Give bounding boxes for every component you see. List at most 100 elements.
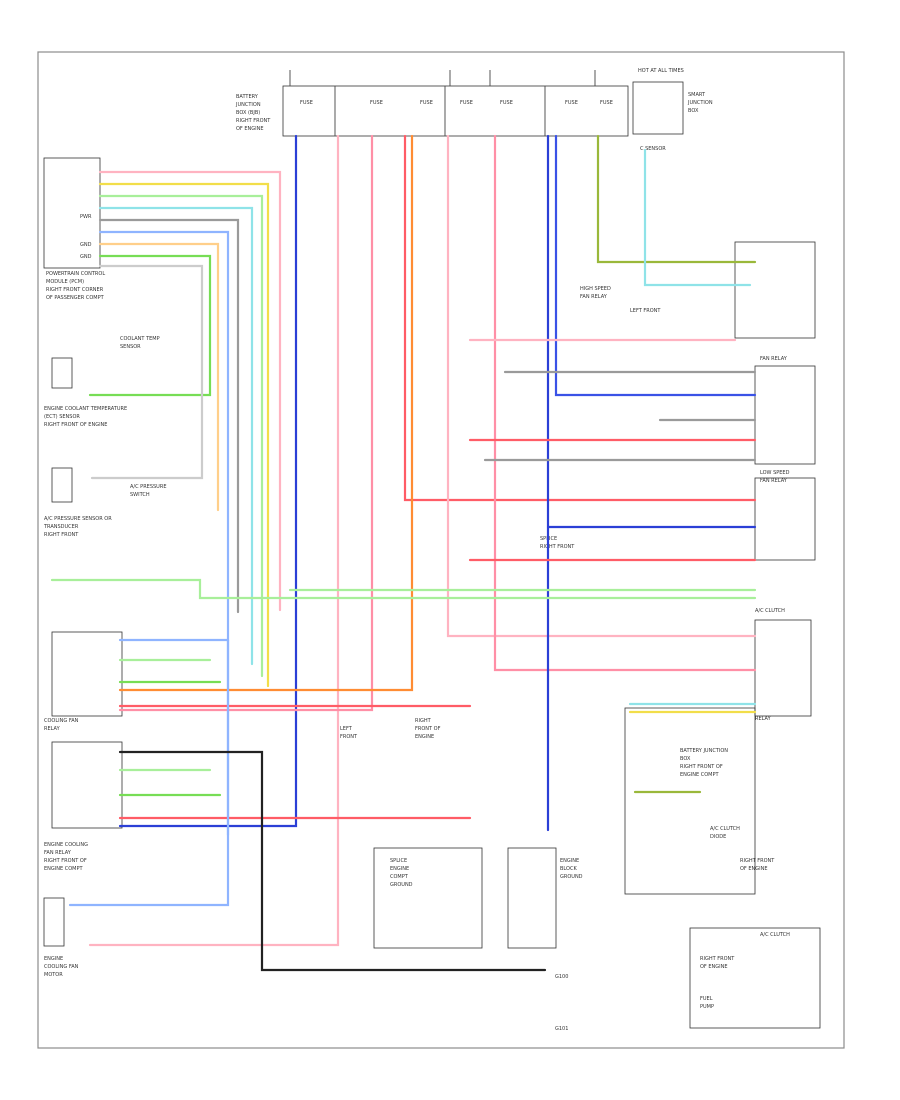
relay-right-3: LOW SPEED FAN RELAY SPLICE RIGHT FRONT (540, 470, 816, 561)
svg-text:GND: GND (80, 254, 92, 260)
svg-text:COOLING FAN: COOLING FAN (44, 964, 79, 970)
svg-text:G101: G101 (555, 1026, 568, 1032)
svg-text:GND: GND (80, 242, 92, 248)
wire-lightgreen-2 (98, 194, 264, 678)
svg-text:RIGHT FRONT OF ENGINE: RIGHT FRONT OF ENGINE (44, 422, 107, 428)
svg-text:RIGHT FRONT: RIGHT FRONT (740, 858, 775, 864)
wire-lightgreen-4 (50, 578, 757, 600)
svg-text:SWITCH: SWITCH (130, 492, 150, 498)
wire-orange-2 (118, 134, 414, 692)
ground-module-center: SPLICE ENGINE COMPT GROUND RIGHT FRONT O… (340, 718, 483, 949)
svg-text:OF ENGINE: OF ENGINE (740, 866, 768, 872)
svg-text:RIGHT FRONT: RIGHT FRONT (44, 532, 79, 538)
svg-text:ENGINE: ENGINE (390, 866, 409, 872)
svg-text:A/C CLUTCH: A/C CLUTCH (755, 608, 785, 614)
svg-text:HIGH SPEED: HIGH SPEED (580, 286, 611, 292)
svg-text:HOT AT ALL TIMES: HOT AT ALL TIMES (638, 68, 684, 74)
svg-text:G100: G100 (555, 974, 568, 980)
svg-text:FUSE: FUSE (300, 100, 313, 106)
svg-text:A/C PRESSURE: A/C PRESSURE (130, 484, 166, 490)
svg-text:RELAY: RELAY (755, 716, 772, 722)
relay-right-2: FAN RELAY (754, 356, 816, 465)
svg-text:RIGHT: RIGHT (415, 718, 432, 724)
wire-blue-light-3 (68, 638, 230, 907)
svg-text:JUNCTION: JUNCTION (235, 102, 261, 108)
svg-text:BOX: BOX (680, 756, 691, 762)
wire-gray-1 (98, 218, 240, 614)
svg-text:A/C CLUTCH: A/C CLUTCH (710, 826, 740, 832)
wire-blue-1 (118, 134, 298, 828)
svg-text:RIGHT FRONT: RIGHT FRONT (700, 956, 735, 962)
svg-text:C SENSOR: C SENSOR (640, 146, 666, 152)
ac-clutch-diode: BATTERY JUNCTION BOX RIGHT FRONT OF ENGI… (624, 707, 775, 895)
svg-text:RIGHT FRONT OF: RIGHT FRONT OF (680, 764, 723, 770)
relay-right-1: HIGH SPEED FAN RELAY LEFT FRONT (580, 241, 816, 339)
svg-text:ENGINE COOLANT TEMPERATURE: ENGINE COOLANT TEMPERATURE (44, 406, 127, 412)
svg-text:SENSOR: SENSOR (120, 344, 141, 350)
svg-text:FAN RELAY: FAN RELAY (760, 356, 788, 362)
cooling-fan-motor: ENGINE COOLING FAN MOTOR (43, 897, 79, 978)
svg-text:POWERTRAIN CONTROL: POWERTRAIN CONTROL (46, 271, 105, 277)
svg-text:SPLICE: SPLICE (390, 858, 407, 864)
svg-text:FUSE: FUSE (460, 100, 473, 106)
svg-text:ENGINE COMPT: ENGINE COMPT (680, 772, 719, 778)
top-right-module: HOT AT ALL TIMES SMART JUNCTION BOX C SE… (632, 68, 713, 152)
svg-text:LEFT FRONT: LEFT FRONT (630, 308, 661, 314)
wire-black-1 (118, 750, 547, 972)
svg-text:JUNCTION: JUNCTION (687, 100, 713, 106)
diagram-frame (37, 51, 845, 1049)
svg-text:ENGINE: ENGINE (44, 956, 63, 962)
relay-block-2: ENGINE COOLING FAN RELAY RIGHT FRONT OF … (44, 741, 123, 872)
svg-text:RIGHT FRONT CORNER: RIGHT FRONT CORNER (46, 287, 104, 293)
svg-text:OF ENGINE: OF ENGINE (236, 126, 264, 132)
fuse-box-top: BATTERY JUNCTION BOX (BJB) RIGHT FRONT O… (235, 70, 629, 137)
wire-yellow-1 (98, 182, 270, 688)
svg-text:ENGINE COMPT: ENGINE COMPT (44, 866, 83, 872)
svg-text:MOTOR: MOTOR (44, 972, 63, 978)
svg-text:RELAY: RELAY (44, 726, 61, 732)
svg-text:FUEL: FUEL (700, 996, 713, 1002)
svg-text:BATTERY JUNCTION: BATTERY JUNCTION (680, 748, 728, 754)
svg-text:SMART: SMART (688, 92, 706, 98)
svg-text:FAN RELAY: FAN RELAY (580, 294, 608, 300)
wire-orange-1 (98, 242, 220, 512)
svg-text:A/C PRESSURE SENSOR OR: A/C PRESSURE SENSOR OR (44, 516, 112, 522)
svg-text:GROUND: GROUND (560, 874, 583, 880)
wire-blue-3 (554, 134, 757, 397)
coolant-sensor: COOLANT TEMP SENSOR ENGINE COOLANT TEMPE… (44, 336, 160, 428)
svg-text:PUMP: PUMP (700, 1004, 714, 1010)
svg-text:OF ENGINE: OF ENGINE (700, 964, 728, 970)
svg-text:MODULE (PCM): MODULE (PCM) (46, 279, 84, 285)
svg-text:RIGHT FRONT: RIGHT FRONT (540, 544, 575, 550)
svg-text:COOLANT TEMP: COOLANT TEMP (120, 336, 160, 342)
svg-text:FUSE: FUSE (500, 100, 513, 106)
wire-pink-3 (446, 134, 757, 638)
wire-pink-4 (493, 134, 757, 672)
svg-text:FUSE: FUSE (420, 100, 433, 106)
svg-text:COOLING FAN: COOLING FAN (44, 718, 79, 724)
svg-text:DIODE: DIODE (710, 834, 726, 840)
svg-text:LEFT: LEFT (340, 726, 353, 732)
wire-green-top (596, 134, 757, 264)
wire-pink-2 (118, 134, 374, 712)
ac-clutch: A/C CLUTCH RIGHT FRONT OF ENGINE FUEL PU… (689, 927, 821, 1029)
svg-text:GROUND: GROUND (390, 882, 413, 888)
svg-text:COMPT: COMPT (390, 874, 409, 880)
wire-gray-2 (90, 264, 204, 480)
relay-block-1: COOLING FAN RELAY (44, 631, 123, 732)
ac-pressure-switch: A/C PRESSURE SWITCH A/C PRESSURE SENSOR … (43, 467, 166, 538)
wire-lightgreen-1 (98, 170, 282, 612)
relay-right-4: A/C CLUTCH RELAY (754, 608, 812, 722)
svg-text:A/C CLUTCH: A/C CLUTCH (760, 932, 790, 938)
svg-text:FRONT: FRONT (340, 734, 358, 740)
wire-blue-light-1 (98, 230, 230, 837)
svg-text:BOX: BOX (688, 108, 699, 114)
svg-text:ENGINE: ENGINE (415, 734, 434, 740)
wire-cyan-1 (98, 206, 254, 666)
svg-text:RIGHT FRONT OF: RIGHT FRONT OF (44, 858, 87, 864)
svg-text:TRANSDUCER: TRANSDUCER (43, 524, 79, 530)
svg-text:BOX (BJB): BOX (BJB) (236, 110, 260, 116)
wire-pink-1 (88, 134, 340, 947)
svg-text:PWR: PWR (80, 214, 92, 220)
